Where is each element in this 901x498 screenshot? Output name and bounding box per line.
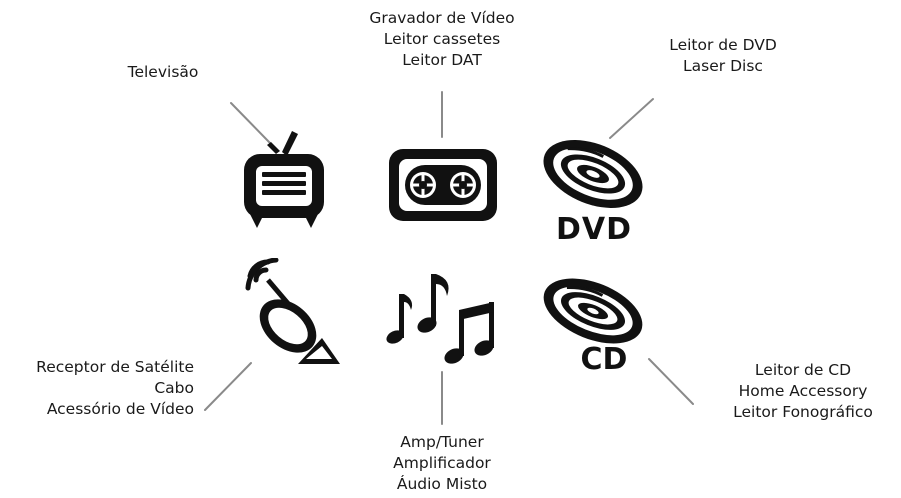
label-line: Áudio Misto [396, 475, 488, 493]
label-line: Amp/Tuner [400, 433, 484, 451]
cassette-tape-icon [385, 145, 501, 229]
label-line: Acessório de Vídeo [46, 400, 194, 418]
cd-logo-text: CD [581, 342, 628, 373]
leader-line-cd [648, 358, 694, 405]
label-line: Leitor de DVD [669, 36, 777, 54]
television-icon [238, 128, 330, 236]
dvd-disc-icon: DVD [538, 132, 648, 248]
label-line: Receptor de Satélite [36, 358, 194, 376]
cd-disc-icon: CD [538, 277, 648, 377]
label-line: Gravador de Vídeo [369, 9, 515, 27]
label-line: Amplificador [393, 454, 491, 472]
label-dvd: Leitor de DVD Laser Disc [648, 35, 798, 77]
label-line: Televisão [127, 63, 199, 81]
label-line: Laser Disc [683, 57, 763, 75]
label-line: Leitor Fonográfico [733, 403, 873, 421]
leader-line-sat [204, 362, 252, 411]
label-line: Leitor cassetes [383, 30, 501, 48]
label-line: Leitor de CD [754, 361, 852, 379]
label-video: Gravador de Vídeo Leitor cassetes Leitor… [352, 8, 532, 71]
label-line: Leitor DAT [402, 51, 482, 69]
label-cd: Leitor de CD Home Accessory Leitor Fonog… [708, 360, 898, 423]
satellite-dish-icon [242, 257, 344, 376]
label-tv: Televisão [98, 62, 228, 83]
music-notes-icon [385, 270, 507, 376]
label-line: Home Accessory [738, 382, 868, 400]
leader-line-tv [230, 102, 271, 144]
leader-line-dvd [609, 98, 654, 139]
label-sat: Receptor de Satélite Cabo Acessório de V… [4, 357, 194, 420]
label-line: Cabo [154, 379, 194, 397]
label-audio: Amp/Tuner Amplificador Áudio Misto [372, 432, 512, 495]
dvd-logo-text: DVD [556, 212, 632, 244]
